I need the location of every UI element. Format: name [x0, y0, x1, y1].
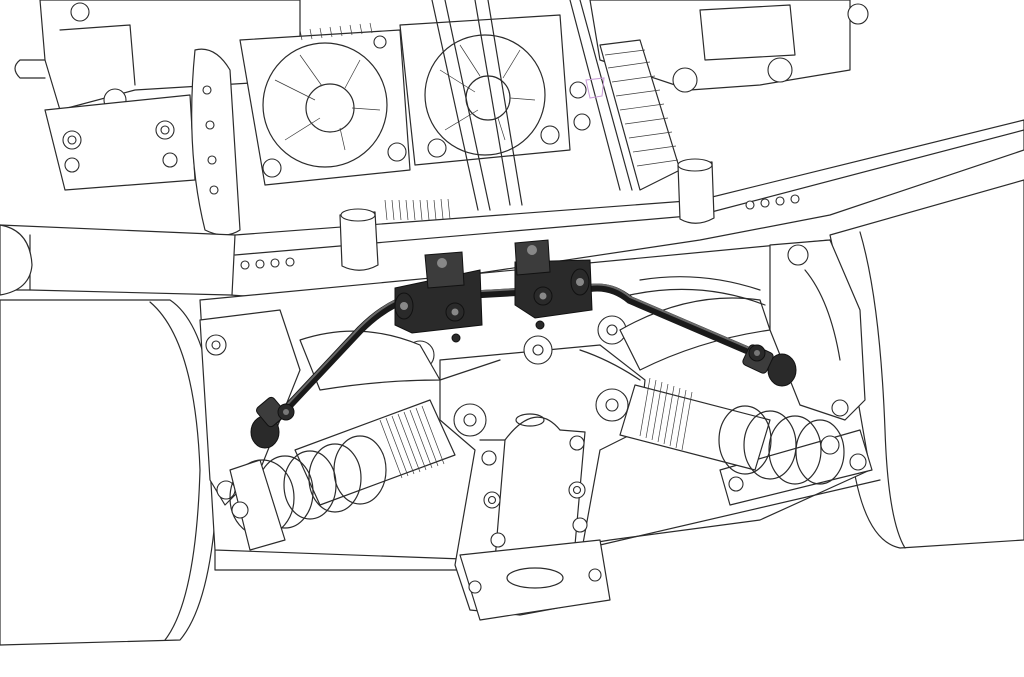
left-wheel [0, 299, 219, 646]
right-end-link [742, 344, 797, 387]
upper-electronics [14, 0, 869, 236]
right-bar-mount [514, 239, 593, 330]
left-bar-mount [394, 251, 483, 343]
chassis-rail [0, 119, 1024, 301]
right-shock-absorber [619, 377, 845, 485]
construction-mark [585, 77, 605, 99]
left-end-link [250, 396, 295, 449]
left-shock-absorber [229, 399, 456, 551]
anti-roll-bar [250, 239, 797, 449]
